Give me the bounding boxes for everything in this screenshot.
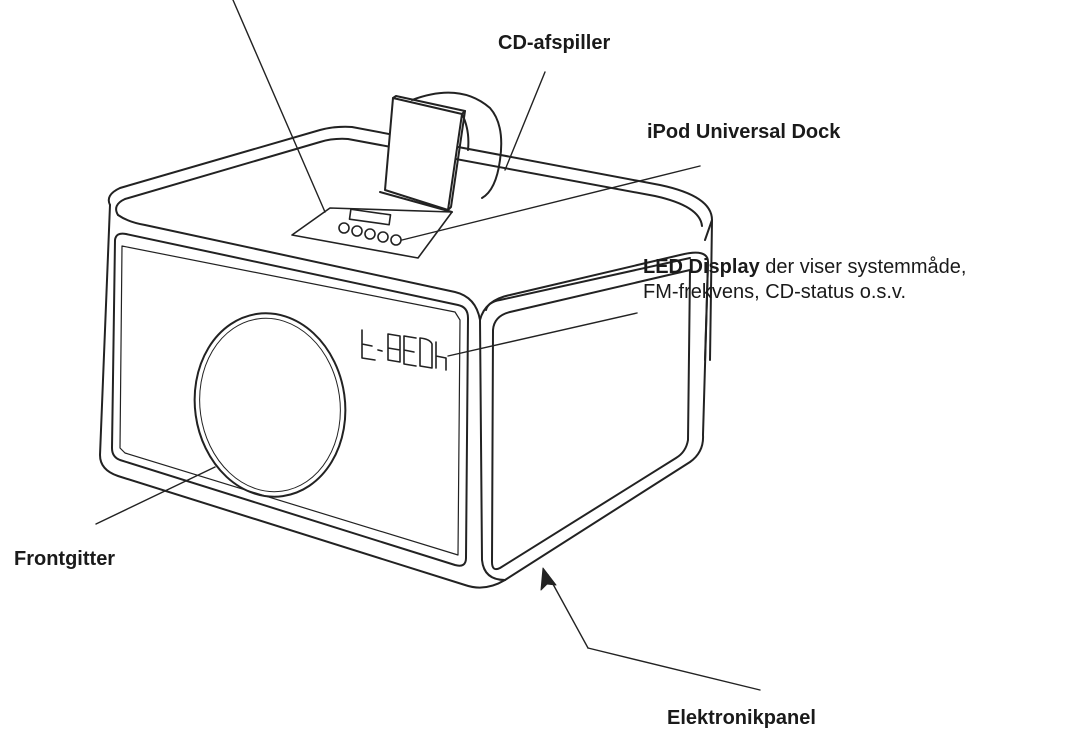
label-led-display: LED Display der viser systemmåde, FM-fre… xyxy=(643,255,966,305)
label-cd-player: CD-afspiller xyxy=(498,32,611,54)
leader-led xyxy=(447,312,638,357)
cd-disc xyxy=(411,91,503,199)
ipod-dock xyxy=(379,95,466,213)
label-electronics-panel: Elektronikpanel xyxy=(667,707,816,729)
label-led-display-line2: FM-frekvens, CD-status o.s.v. xyxy=(643,281,907,303)
arrow-head-icon xyxy=(540,567,557,591)
leader-lines xyxy=(95,0,761,691)
label-front-grille: Frontgitter xyxy=(14,548,116,570)
leader-front xyxy=(95,466,216,525)
label-led-display-title: LED Display xyxy=(643,256,760,278)
leader-cd xyxy=(504,71,546,171)
leader-top-left xyxy=(232,0,326,213)
leader-elec xyxy=(587,647,761,691)
speaker-cabinet xyxy=(99,125,713,589)
label-ipod-dock: iPod Universal Dock xyxy=(647,121,841,143)
led-display xyxy=(361,329,447,371)
leader-ipod xyxy=(401,165,701,241)
label-led-display-text: der viser systemmåde, xyxy=(759,256,967,278)
